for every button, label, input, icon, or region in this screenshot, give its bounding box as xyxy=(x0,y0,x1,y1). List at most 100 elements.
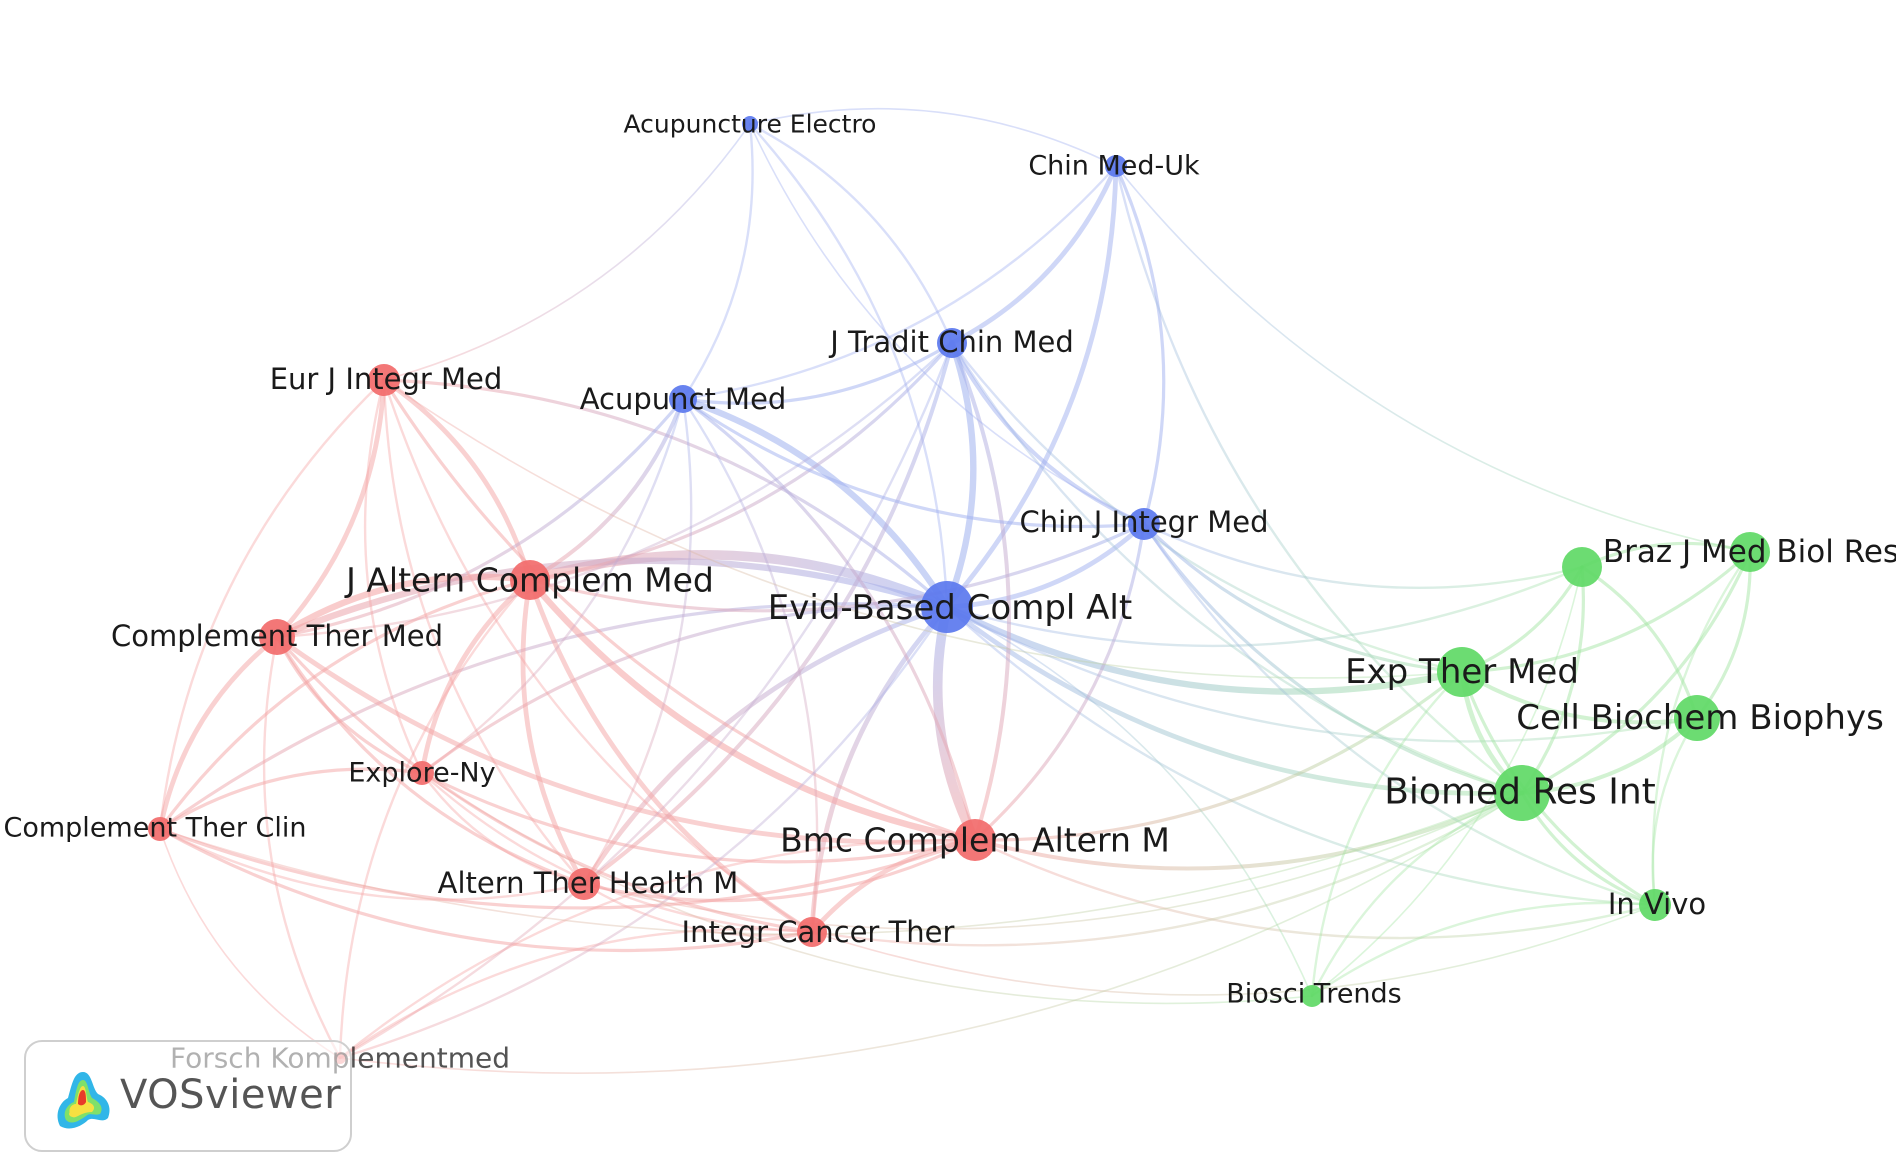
node-altern-ther-health-m[interactable] xyxy=(568,868,600,900)
link-eur-j-integr-med-exp-ther-med xyxy=(383,379,1463,679)
link-j-altern-complem-med-explore-ny xyxy=(419,577,533,776)
label-evid-based-compl-alt: Evid-Based Compl Alt xyxy=(768,588,1132,628)
node-chin-j-integr-med[interactable] xyxy=(1128,508,1160,540)
link-explore-ny-bmc-complem-altern-m xyxy=(420,771,977,864)
link-j-altern-complem-med-eur-j-integr-med xyxy=(381,377,533,583)
node-complement-ther-clin[interactable] xyxy=(148,817,172,841)
link-evid-based-compl-alt-exp-ther-med xyxy=(943,603,1466,695)
node-braz-j-med-biol-res[interactable] xyxy=(1730,532,1770,572)
node-explore-ny[interactable] xyxy=(410,761,434,785)
node-complement-ther-med[interactable] xyxy=(259,619,295,655)
label-complement-ther-clin: Complement Ther Clin xyxy=(4,813,307,844)
link-acupunct-med-j-tradit-chin-med xyxy=(681,341,954,405)
node-biosci-trends[interactable] xyxy=(1301,985,1323,1007)
link-exp-ther-med-biosci-trends xyxy=(1310,670,1464,998)
label-explore-ny: Explore-Ny xyxy=(348,758,495,789)
node-chin-med-uk[interactable] xyxy=(1105,155,1127,177)
link-exp-ther-med-braz-j-med-biol-res xyxy=(1460,550,1752,674)
link-explore-ny-altern-ther-health-m xyxy=(420,771,586,886)
link-explore-ny-acupunct-med xyxy=(420,397,685,775)
link-bmc-complem-altern-m-biomed-res-int xyxy=(973,791,1524,871)
label-acupuncture-electro: Acupuncture Electro xyxy=(624,110,877,139)
link-bmc-complem-altern-m-integr-cancer-ther xyxy=(809,837,978,935)
node-acupunct-med[interactable] xyxy=(669,385,697,413)
link-exp-ther-med-cell-biochem-biophys xyxy=(1460,670,1699,725)
link-j-altern-complem-med-altern-ther-health-m xyxy=(520,577,587,887)
link-j-tradit-chin-med-acupuncture-electro xyxy=(748,122,954,345)
link-biomed-res-int-biosci-trends xyxy=(1310,791,1524,998)
link-chin-med-uk-acupuncture-electro xyxy=(749,107,1117,167)
link-eur-j-integr-med-acupuncture-electro xyxy=(383,123,751,381)
node-eur-j-integr-med[interactable] xyxy=(368,364,400,396)
label-chin-med-uk: Chin Med-Uk xyxy=(1028,151,1200,182)
link-bmc-complem-altern-m-j-tradit-chin-med xyxy=(950,341,1011,842)
node-evid-based-compl-alt[interactable] xyxy=(921,581,973,633)
link-evid-based-compl-alt-eur-j-integr-med xyxy=(382,378,949,609)
link-evid-based-compl-alt-j-altern-complem-med xyxy=(525,550,952,612)
link-j-altern-complem-med-complement-ther-med xyxy=(273,573,534,641)
link-j-tradit-chin-med-chin-j-integr-med xyxy=(950,341,1146,526)
node-in-vivo[interactable] xyxy=(1639,889,1671,921)
link-complement-ther-med-j-tradit-chin-med xyxy=(275,341,954,639)
link-complement-ther-clin-biomed-res-int xyxy=(159,792,1523,935)
link-explore-ny-biosci-trends xyxy=(421,772,1313,1005)
label-bmc-complem-altern-m: Bmc Complem Altern M xyxy=(780,821,1170,860)
link-complement-ther-med-altern-ther-health-m xyxy=(275,635,586,886)
link-evid-based-compl-alt-biomed-res-int xyxy=(944,604,1525,796)
link-evid-based-compl-alt-in-vivo xyxy=(945,605,1657,907)
node-braz-aux[interactable] xyxy=(1562,547,1602,587)
label-acupunct-med: Acupunct Med xyxy=(580,382,787,416)
link-biomed-res-int-braz-aux xyxy=(1520,565,1585,795)
link-chin-j-integr-med-exp-ther-med xyxy=(1142,522,1464,674)
vosviewer-logo: VOSviewer xyxy=(24,1040,352,1152)
node-j-tradit-chin-med[interactable] xyxy=(937,328,967,358)
node-biomed-res-int[interactable] xyxy=(1494,765,1550,821)
link-acupunct-med-chin-med-uk xyxy=(681,164,1118,401)
link-evid-based-compl-alt-chin-med-uk xyxy=(944,163,1119,610)
link-biomed-res-int-braz-j-med-biol-res xyxy=(1520,550,1752,795)
link-complement-ther-clin-altern-ther-health-m xyxy=(158,827,586,901)
link-j-altern-complem-med-forsch-komplementmed xyxy=(338,578,532,1060)
link-complement-ther-med-eur-j-integr-med xyxy=(274,377,387,640)
node-cell-biochem-biophys[interactable] xyxy=(1674,695,1720,741)
label-chin-j-integr-med: Chin J Integr Med xyxy=(1019,505,1268,539)
label-eur-j-integr-med: Eur J Integr Med xyxy=(270,362,503,396)
link-integr-cancer-ther-forsch-komplementmed xyxy=(338,927,814,1060)
link-integr-cancer-ther-biomed-res-int xyxy=(810,791,1524,947)
link-chin-j-integr-med-braz-aux xyxy=(1142,522,1584,590)
node-j-altern-complem-med[interactable] xyxy=(510,560,550,600)
link-forsch-komplementmed-j-tradit-chin-med xyxy=(338,341,954,1060)
link-acupunct-med-chin-j-integr-med xyxy=(681,397,1146,529)
link-j-altern-complem-med-bmc-complem-altern-m xyxy=(526,576,979,844)
link-forsch-komplementmed-biomed-res-int xyxy=(339,792,1523,1074)
link-bmc-complem-altern-m-acupunct-med xyxy=(681,397,977,842)
link-eur-j-integr-med-complement-ther-clin xyxy=(158,378,386,831)
link-complement-ther-clin-integr-cancer-ther xyxy=(158,827,814,953)
node-acupuncture-electro[interactable] xyxy=(742,116,758,132)
label-in-vivo: In Vivo xyxy=(1608,887,1706,921)
link-chin-j-integr-med-biomed-res-int xyxy=(1142,522,1524,795)
link-evid-based-compl-alt-j-tradit-chin-med xyxy=(943,339,977,611)
label-biomed-res-int: Biomed Res Int xyxy=(1384,772,1656,813)
link-evid-based-compl-alt-acupuncture-electro xyxy=(748,122,949,609)
link-chin-j-integr-med-chin-med-uk xyxy=(1114,164,1166,526)
link-eur-j-integr-med-integr-cancer-ther xyxy=(382,378,814,934)
link-cell-biochem-biophys-braz-aux xyxy=(1580,565,1699,720)
link-complement-ther-clin-forsch-komplementmed xyxy=(159,828,341,1059)
link-complement-ther-clin-bmc-complem-altern-m xyxy=(158,827,977,910)
link-j-tradit-chin-med-biomed-res-int xyxy=(950,341,1524,795)
node-bmc-complem-altern-m[interactable] xyxy=(954,819,996,861)
link-biosci-trends-braz-aux xyxy=(1311,566,1583,997)
label-integr-cancer-ther: Integr Cancer Ther xyxy=(682,915,955,949)
link-braz-j-med-biol-res-in-vivo xyxy=(1651,550,1752,907)
label-j-altern-complem-med: J Altern Complem Med xyxy=(344,561,714,600)
node-exp-ther-med[interactable] xyxy=(1437,647,1487,697)
node-integr-cancer-ther[interactable] xyxy=(797,917,827,947)
link-biosci-trends-evid-based-compl-alt xyxy=(946,606,1313,997)
link-braz-j-med-biol-res-braz-aux xyxy=(1580,541,1752,569)
link-forsch-komplementmed-evid-based-compl-alt xyxy=(338,605,949,1060)
link-complement-ther-med-complement-ther-clin xyxy=(157,634,280,832)
label-j-tradit-chin-med: J Tradit Chin Med xyxy=(828,325,1074,359)
